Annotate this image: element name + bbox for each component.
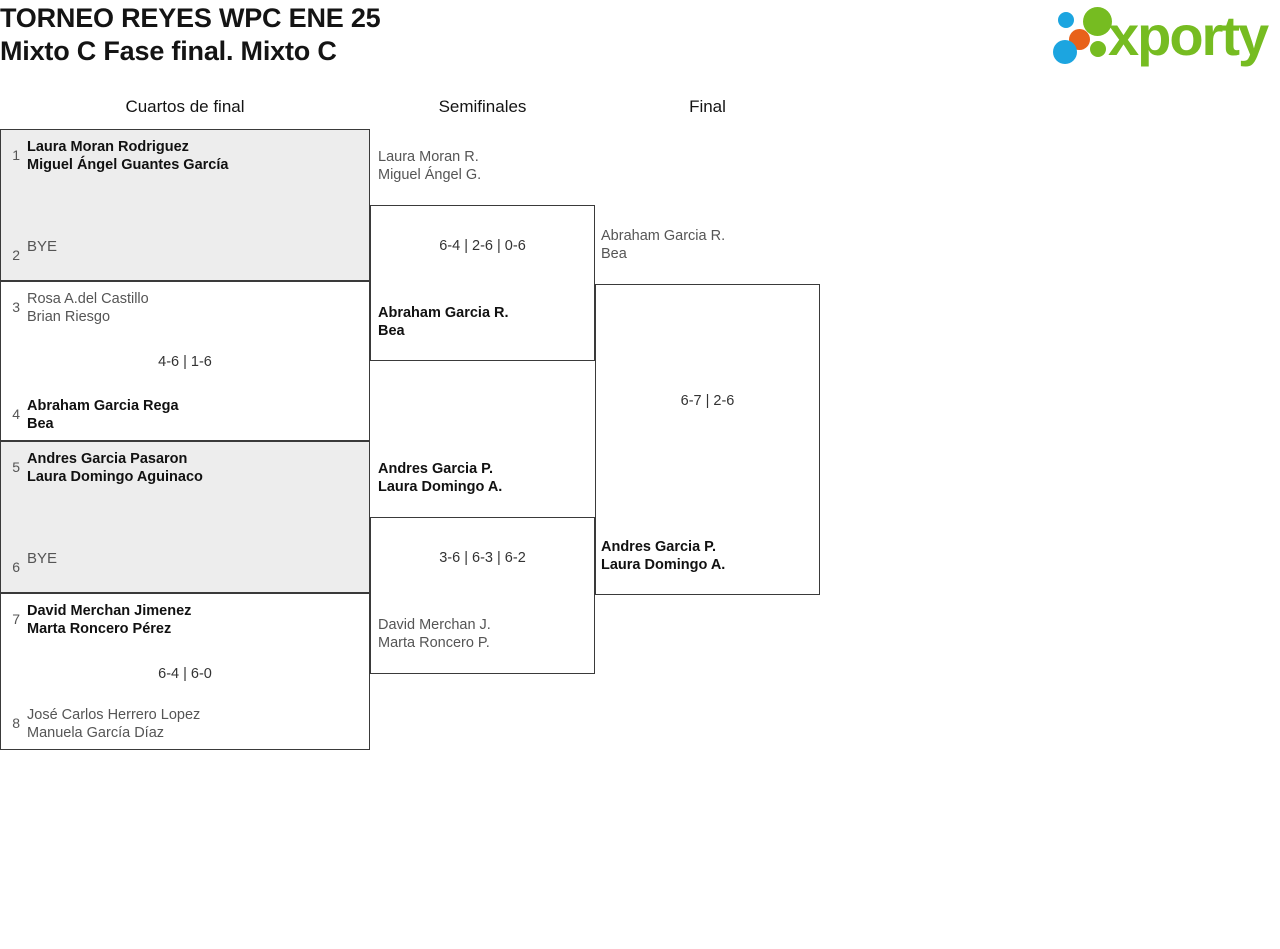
player-names: Laura Moran R. Miguel Ángel G. <box>378 149 482 183</box>
seed-number: 8 <box>12 715 20 731</box>
player-names: Andres Garcia P. Laura Domingo A. <box>378 461 503 495</box>
player-names: José Carlos Herrero Lopez Manuela García… <box>27 707 201 741</box>
logo-dot-blue-large-icon <box>1053 40 1077 64</box>
match-slot-bottom: 8 José Carlos Herrero Lopez Manuela Garc… <box>1 705 369 742</box>
player-names: Abraham Garcia R. Bea <box>378 305 509 339</box>
page-header: TORNEO REYES WPC ENE 25 Mixto C Fase fin… <box>0 0 1280 92</box>
logo-dots-icon <box>1050 7 1112 65</box>
match-slot-top: 3 Rosa A.del Castillo Brian Riesgo <box>1 289 369 326</box>
match-sf-1[interactable] <box>370 205 595 361</box>
match-slot-bottom: 4 Abraham Garcia Rega Bea <box>1 396 369 433</box>
match-score-sf-1: 6-4 | 2-6 | 0-6 <box>439 238 526 254</box>
player-names: Andres Garcia Pasaron Laura Domingo Agui… <box>27 451 203 485</box>
match-slot-top: 7 David Merchan Jimenez Marta Roncero Pé… <box>1 601 369 638</box>
bye-label: BYE <box>27 550 58 567</box>
tournament-title: TORNEO REYES WPC ENE 25 <box>0 3 381 33</box>
seed-number: 1 <box>12 147 20 163</box>
match-qf-1[interactable]: 1 Laura Moran Rodriguez Miguel Ángel Gua… <box>0 129 370 281</box>
match-score-qf-2: 4-6 | 1-6 <box>158 354 212 370</box>
player-names: David Merchan J. Marta Roncero P. <box>378 617 491 651</box>
tournament-title-block: TORNEO REYES WPC ENE 25 Mixto C Fase fin… <box>0 2 381 68</box>
match-qf-3[interactable]: 5 Andres Garcia Pasaron Laura Domingo Ag… <box>0 441 370 593</box>
round-header-final: Final <box>689 97 726 116</box>
xporty-logo[interactable]: xporty <box>1050 4 1274 67</box>
seed-number: 2 <box>12 247 20 263</box>
match-sf-2[interactable] <box>370 517 595 674</box>
seed-number: 5 <box>12 459 20 475</box>
match-score-qf-4: 6-4 | 6-0 <box>158 666 212 682</box>
player-names: David Merchan Jimenez Marta Roncero Pére… <box>27 603 192 637</box>
seed-number: 7 <box>12 611 20 627</box>
seed-number: 6 <box>12 559 20 575</box>
logo-dot-green-large-icon <box>1083 7 1112 36</box>
match-qf-2[interactable]: 3 Rosa A.del Castillo Brian Riesgo 4 Abr… <box>0 281 370 441</box>
match-score-final: 6-7 | 2-6 <box>680 393 735 409</box>
player-names: Andres Garcia P. Laura Domingo A. <box>601 539 726 573</box>
round-header-semifinals: Semifinales <box>438 97 527 116</box>
round-header-quarterfinals: Cuartos de final <box>125 97 245 116</box>
match-qf-4[interactable]: 7 David Merchan Jimenez Marta Roncero Pé… <box>0 593 370 750</box>
seed-number: 4 <box>12 406 20 422</box>
logo-wordmark: xporty <box>1108 4 1269 67</box>
match-score-sf-2: 3-6 | 6-3 | 6-2 <box>439 550 526 566</box>
player-names: Rosa A.del Castillo Brian Riesgo <box>27 291 149 325</box>
player-names: Abraham Garcia R. Bea <box>601 228 726 262</box>
match-slot-bottom: 6 BYE <box>1 549 369 585</box>
match-slot-top: 5 Andres Garcia Pasaron Laura Domingo Ag… <box>1 449 369 486</box>
seed-number: 3 <box>12 299 20 315</box>
match-final[interactable] <box>595 284 820 595</box>
tournament-subtitle: Mixto C Fase final. Mixto C <box>0 36 337 66</box>
logo-dot-blue-small-icon <box>1058 12 1074 28</box>
player-names: Abraham Garcia Rega Bea <box>27 398 179 432</box>
match-slot-bottom: 2 BYE <box>1 237 369 273</box>
match-slot-top: 1 Laura Moran Rodriguez Miguel Ángel Gua… <box>1 137 369 174</box>
logo-dot-green-small-icon <box>1090 41 1106 57</box>
bye-label: BYE <box>27 238 58 255</box>
player-names: Laura Moran Rodriguez Miguel Ángel Guant… <box>27 139 229 173</box>
